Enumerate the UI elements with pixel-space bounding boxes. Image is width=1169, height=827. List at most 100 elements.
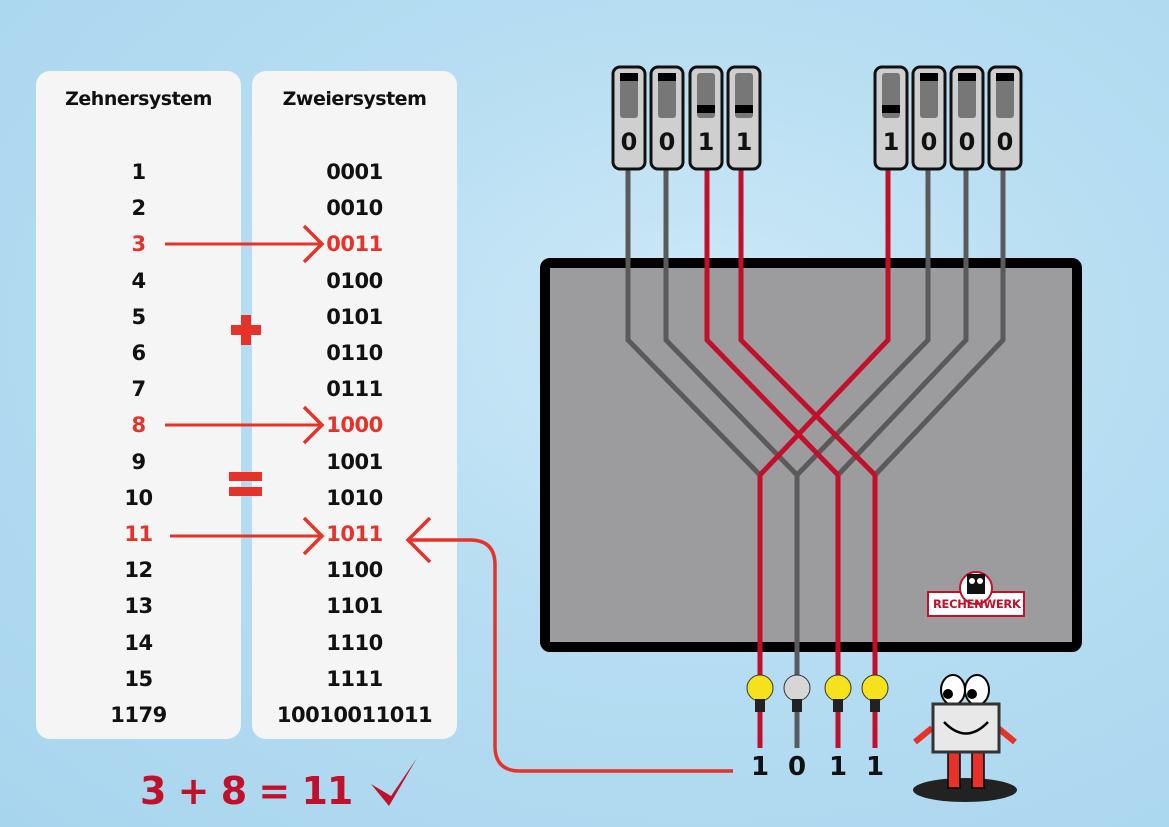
switch-bit-label: 1	[697, 128, 715, 156]
circuit-wire	[704, 170, 840, 477]
switch-knob	[697, 105, 715, 113]
rechenwerk-logo-text: RECHENWERK	[933, 597, 1021, 611]
decimal-value: 10	[124, 485, 153, 510]
decimal-value: 12	[124, 558, 153, 583]
binary-value: 10010011011	[276, 703, 433, 727]
binary-value: 1110	[326, 630, 383, 655]
circuit-wire	[625, 170, 762, 477]
decimal-value: 2	[131, 196, 146, 221]
plus-icon-vertical	[241, 315, 251, 345]
equals-icon-bottom	[229, 487, 262, 496]
switch-slot	[958, 73, 976, 118]
binary-value: 0001	[326, 160, 383, 184]
decimal-value: 7	[131, 377, 146, 402]
circuit-wire	[873, 170, 1006, 477]
decimal-value: 8	[131, 413, 146, 438]
result-arrow-line	[410, 538, 733, 773]
arrow-head-icon	[302, 516, 325, 556]
binary-value: 1011	[326, 522, 383, 546]
mascot-eye-left	[940, 674, 966, 706]
mascot-arm-right	[996, 725, 1017, 745]
switch-bit-label: 0	[658, 128, 676, 156]
mascot-smile	[943, 721, 989, 735]
mascot-pupil-right	[967, 689, 977, 699]
bulb-base	[870, 699, 880, 712]
binary-value: 0111	[326, 377, 383, 402]
switch-knob	[920, 73, 938, 81]
binary-value: 0011	[326, 232, 383, 257]
circuit-wire	[795, 170, 931, 477]
switch-slot	[620, 73, 638, 118]
bulb-on-icon	[746, 674, 774, 702]
switch-knob	[882, 105, 900, 113]
circuit-wire	[738, 170, 877, 477]
arrow-head-icon	[302, 224, 325, 264]
rechenwerk-chip	[540, 258, 1082, 652]
switch-bit-label: 1	[735, 128, 753, 156]
output-bit-label: 1	[828, 752, 848, 782]
decimal-value: 1179	[110, 703, 167, 727]
decimal-value: 13	[124, 594, 153, 619]
mascot-shadow	[913, 778, 1017, 802]
arrow-head-icon	[302, 405, 325, 445]
binary-panel	[252, 71, 457, 739]
switch-slot	[920, 73, 938, 118]
binary-value: 0101	[326, 304, 383, 329]
binary-value: 1111	[326, 666, 383, 691]
decimal-value: 4	[131, 268, 146, 293]
switch-bit-label: 0	[920, 128, 938, 156]
mascot-pupil-left	[943, 689, 953, 699]
logo-eye-icon	[977, 578, 983, 584]
binary-value: 1000	[326, 413, 383, 438]
binary-value: 1001	[326, 449, 383, 474]
switch-bit-label: 1	[882, 128, 900, 156]
result-arrow-head-icon	[405, 516, 432, 564]
mascot-screen	[931, 702, 1001, 754]
circuit-wire	[663, 170, 799, 477]
switch-bit-label: 0	[620, 128, 638, 156]
mascot-arm-left	[913, 725, 934, 745]
output-bit-label: 1	[750, 752, 770, 782]
switch-knob	[620, 73, 638, 81]
bulb-on-icon	[824, 674, 852, 702]
decimal-panel	[36, 71, 241, 739]
switch-slot	[996, 73, 1014, 118]
binary-value: 1100	[326, 558, 383, 583]
switch-knob	[658, 73, 676, 81]
switch-bit-label: 0	[958, 128, 976, 156]
logo-chip-icon	[967, 574, 985, 594]
decimal-value: 14	[124, 630, 153, 655]
checkmark-icon	[370, 758, 417, 806]
equals-icon-top	[229, 472, 262, 481]
binary-value: 1101	[326, 594, 383, 619]
decimal-value: 1	[131, 160, 146, 184]
bulb-on-icon	[861, 674, 889, 702]
output-bit-label: 1	[865, 752, 885, 782]
output-bit-label: 0	[787, 752, 807, 782]
bulb-base	[792, 699, 802, 712]
decimal-value: 3	[131, 232, 146, 257]
circuit-wire	[836, 170, 969, 477]
switch-knob	[996, 73, 1014, 81]
decimal-value: 9	[131, 449, 146, 474]
bulb-base	[833, 699, 843, 712]
binary-value: 1010	[326, 485, 383, 510]
switch-bit-label: 0	[996, 128, 1014, 156]
decimal-value: 11	[124, 522, 153, 546]
mascot-eye-right	[964, 674, 990, 706]
decimal-header: Zehnersystem	[65, 88, 212, 110]
equation-label: 3 + 8 = 11	[140, 769, 353, 813]
binary-value: 0100	[326, 268, 383, 293]
switch-slot	[658, 73, 676, 118]
binary-value: 0110	[326, 341, 383, 365]
bulb-off-icon	[783, 674, 811, 702]
binary-header: Zweiersystem	[282, 88, 427, 110]
circuit-wire	[758, 170, 891, 477]
logo-eye-icon	[969, 578, 975, 584]
switch-knob	[735, 105, 753, 113]
decimal-value: 6	[131, 341, 146, 365]
binary-value: 0010	[326, 196, 383, 221]
decimal-value: 5	[131, 304, 146, 329]
equation-text: 3 + 8 = 11	[140, 756, 419, 813]
